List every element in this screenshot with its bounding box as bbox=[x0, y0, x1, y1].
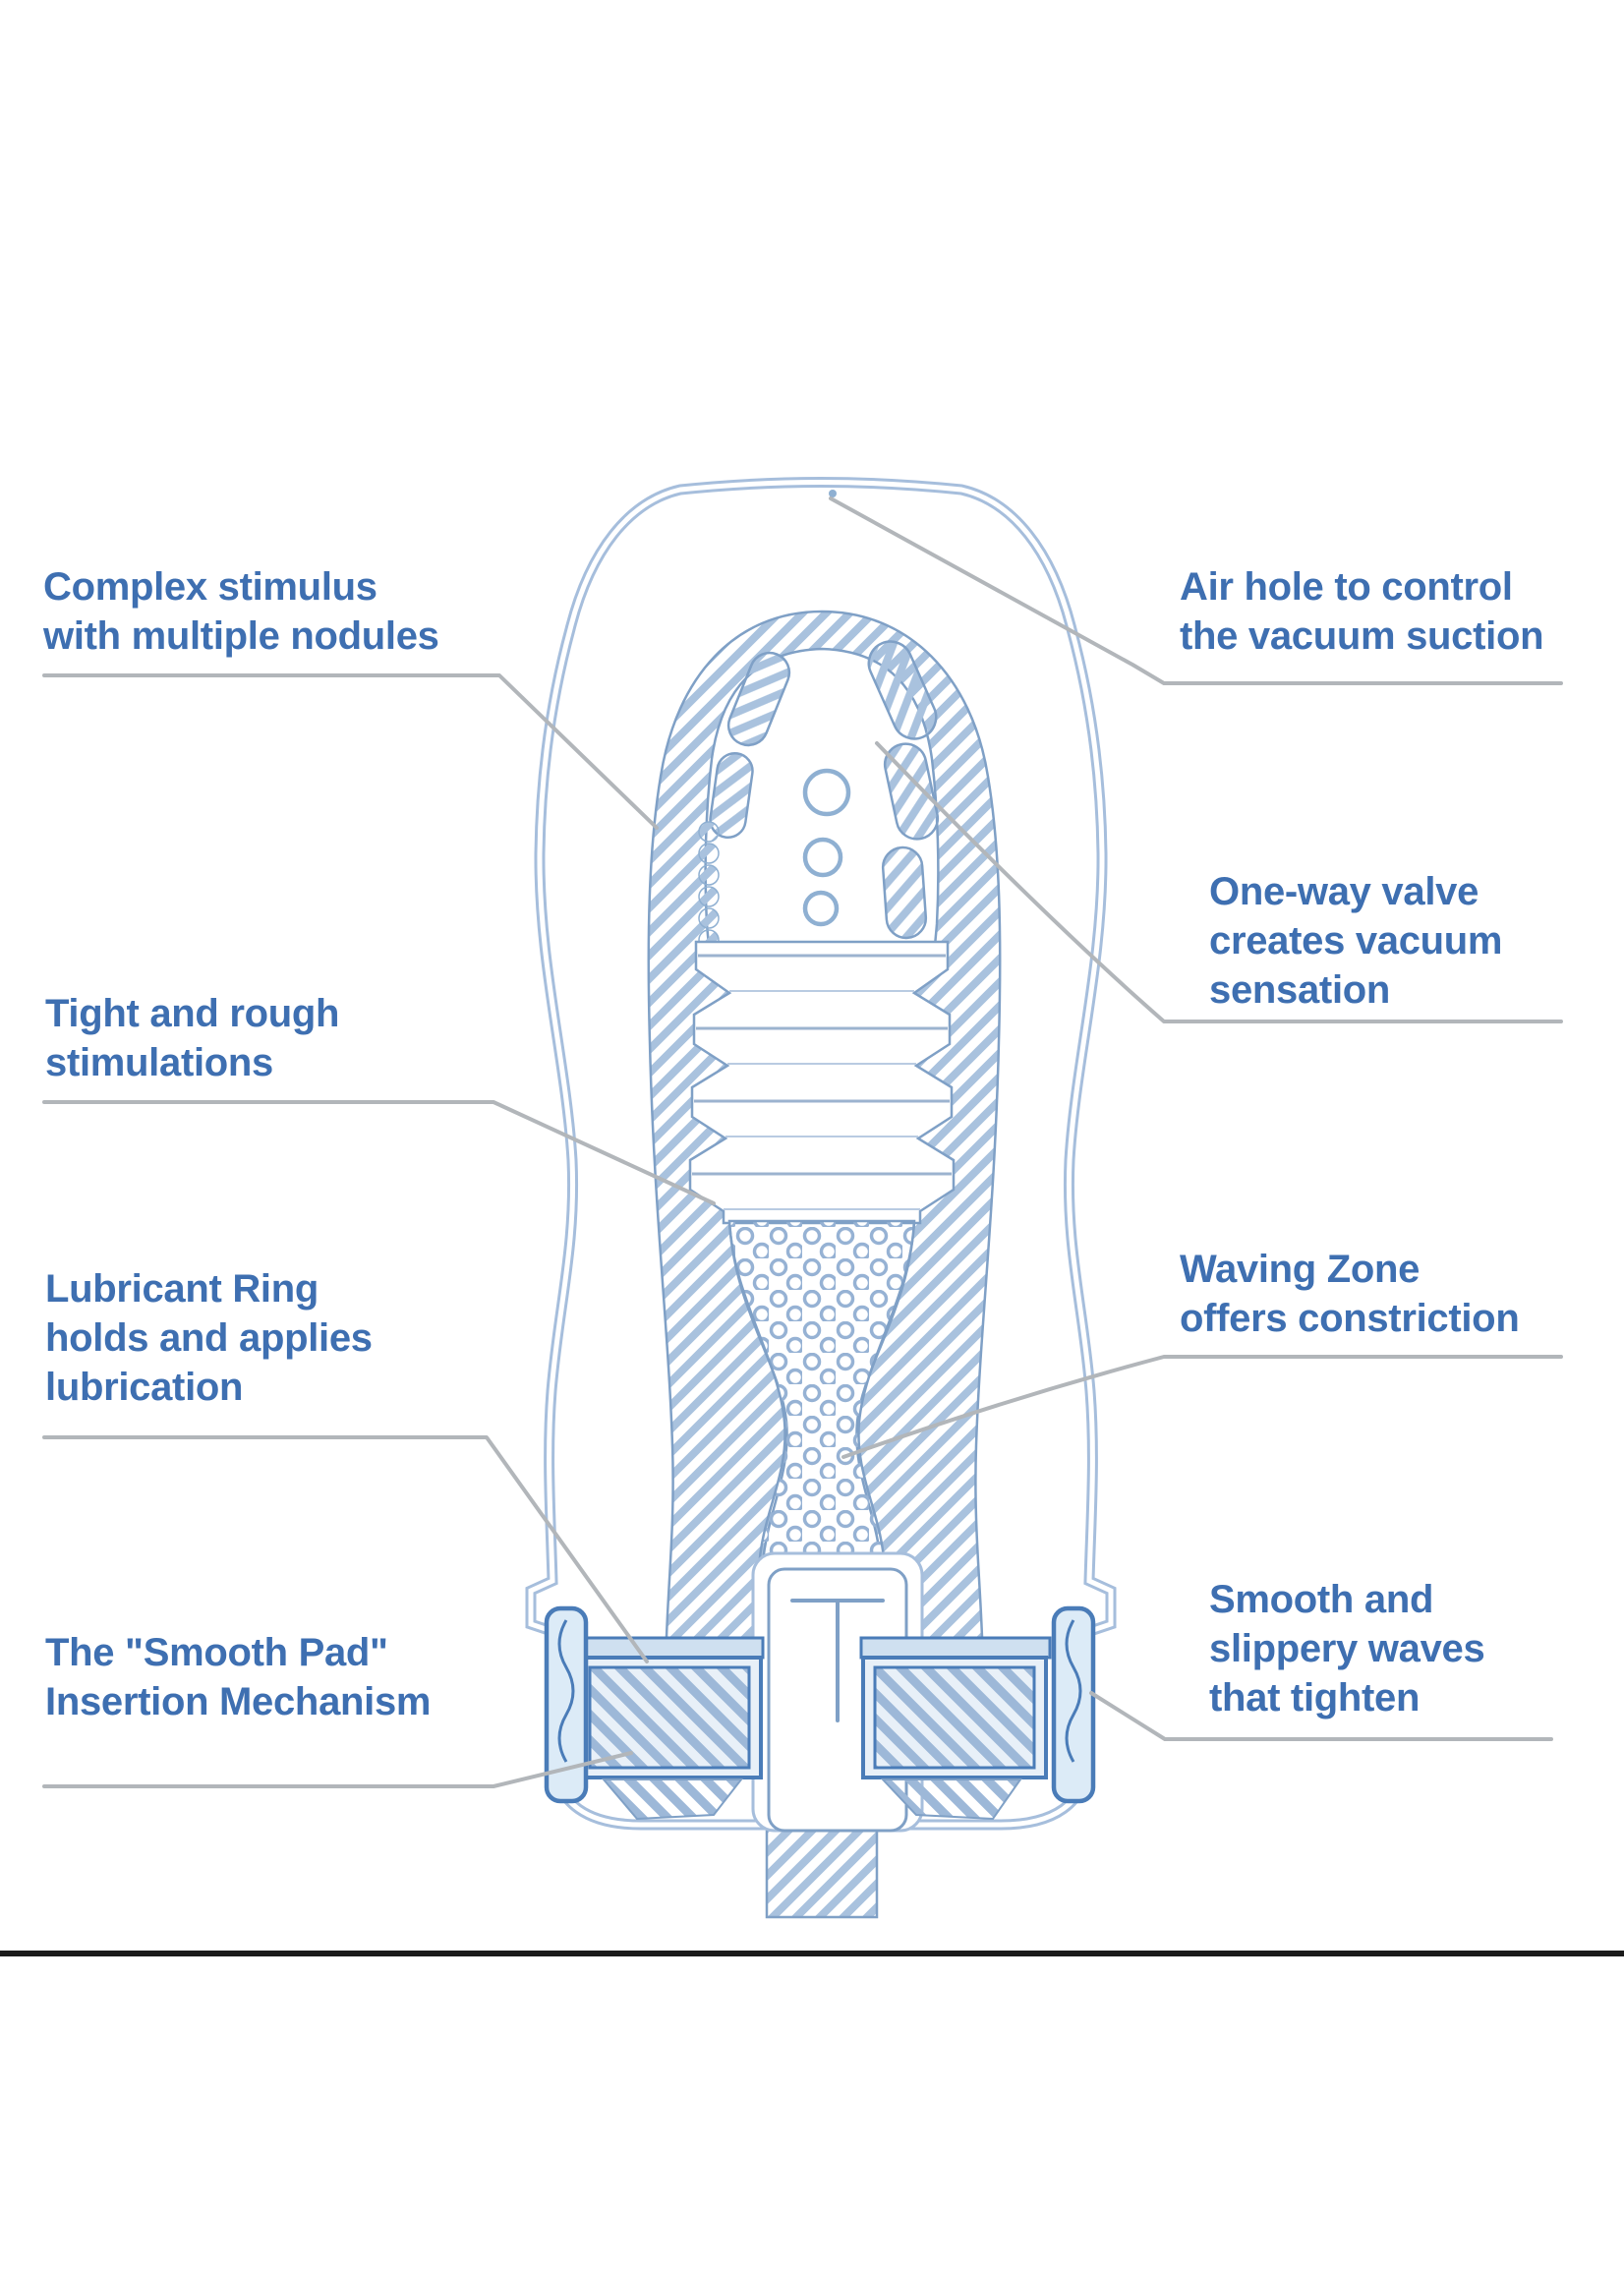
callout-line: with multiple nodules bbox=[43, 614, 439, 658]
callout-air-hole: Air hole to control the vacuum suction bbox=[1180, 562, 1544, 661]
callout-line: One-way valve bbox=[1209, 870, 1479, 913]
callout-lubricant-ring: Lubricant Ring holds and applies lubrica… bbox=[45, 1264, 373, 1412]
leader-smooth-slippery bbox=[1089, 1691, 1553, 1741]
callout-line: lubrication bbox=[45, 1366, 244, 1409]
leader-air-hole bbox=[829, 496, 1563, 685]
pad-right bbox=[859, 1636, 1052, 1821]
callout-line: Insertion Mechanism bbox=[45, 1680, 432, 1723]
callout-line: sensation bbox=[1209, 968, 1391, 1012]
leader-one-way-valve bbox=[875, 741, 1563, 1023]
pad-left bbox=[572, 1636, 765, 1821]
callout-line: Complex stimulus bbox=[43, 565, 377, 609]
air-hole-mark bbox=[829, 490, 837, 497]
leader-complex-stimulus bbox=[42, 673, 659, 830]
leader-smooth-pad bbox=[42, 1751, 633, 1788]
callout-line: holds and applies bbox=[45, 1316, 373, 1360]
callout-waving-zone: Waving Zone offers constriction bbox=[1180, 1245, 1520, 1343]
callout-line: creates vacuum bbox=[1209, 919, 1503, 962]
insertion-slit bbox=[790, 1599, 885, 1722]
callout-line: that tighten bbox=[1209, 1676, 1421, 1720]
smooth-pad-mechanism bbox=[544, 1551, 1096, 1833]
callout-line: the vacuum suction bbox=[1180, 614, 1544, 658]
callout-line: The "Smooth Pad" bbox=[45, 1631, 388, 1674]
callout-line: slippery waves bbox=[1209, 1627, 1485, 1670]
callout-tight-rough: Tight and rough stimulations bbox=[45, 989, 339, 1087]
callout-line: Tight and rough bbox=[45, 992, 340, 1035]
callout-smooth-slippery: Smooth and slippery waves that tighten bbox=[1209, 1575, 1485, 1722]
callout-leaders bbox=[42, 496, 1563, 1788]
callout-line: Waving Zone bbox=[1180, 1248, 1421, 1291]
callout-one-way-valve: One-way valve creates vacuum sensation bbox=[1209, 867, 1503, 1015]
nodule-chamber bbox=[698, 640, 940, 972]
vacuum-valve-bellows bbox=[688, 940, 956, 1225]
leader-lubricant-ring bbox=[42, 1435, 649, 1663]
callout-line: stimulations bbox=[45, 1041, 273, 1084]
lubricant-ring-left bbox=[544, 1605, 589, 1804]
callout-complex-stimulus: Complex stimulus with multiple nodules bbox=[43, 562, 439, 661]
chamber-nodule-circles bbox=[802, 768, 851, 972]
leader-tight-rough bbox=[42, 1100, 716, 1205]
leader-waving-zone bbox=[841, 1355, 1563, 1459]
callout-line: Air hole to control bbox=[1180, 565, 1513, 609]
callout-line: Lubricant Ring bbox=[45, 1267, 319, 1311]
bottom-divider-line bbox=[0, 1951, 1624, 1956]
callout-line: Smooth and bbox=[1209, 1578, 1434, 1621]
callout-line: offers constriction bbox=[1180, 1297, 1520, 1340]
callout-smooth-pad: The "Smooth Pad" Insertion Mechanism bbox=[45, 1628, 431, 1726]
lubricant-ring-right bbox=[1051, 1605, 1096, 1804]
